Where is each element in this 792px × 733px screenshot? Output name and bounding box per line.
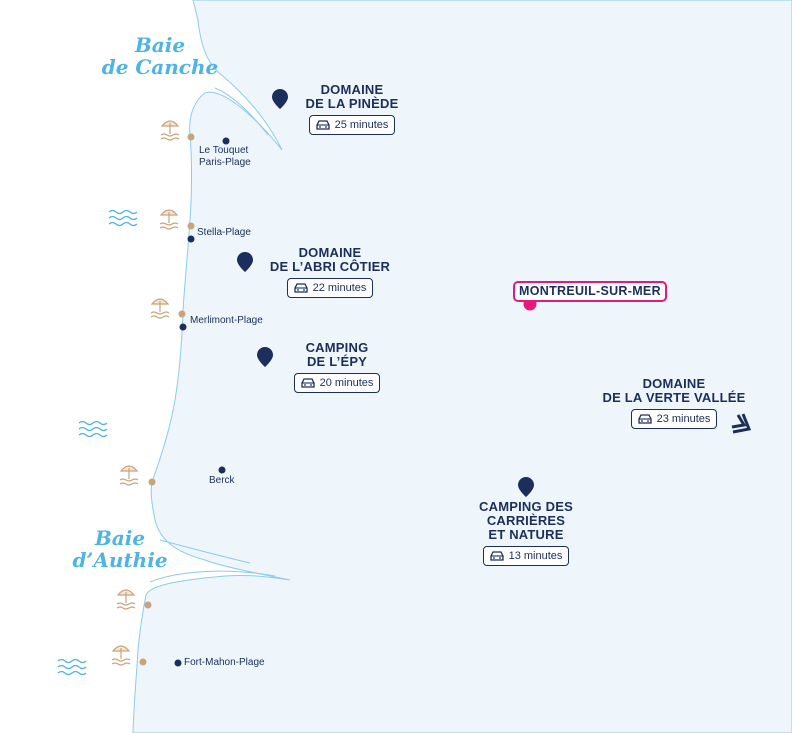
offmap-direction-chevron-icon xyxy=(731,413,752,434)
drive-time-text: 20 minutes xyxy=(319,377,374,389)
beach-umbrella-icon xyxy=(159,209,179,230)
beach-umbrella-icon xyxy=(160,120,180,141)
poi-name-line: DE LA VERTE VALLÉE xyxy=(602,390,746,405)
map-pin-icon[interactable] xyxy=(237,252,253,272)
town-dot-fort-mahon xyxy=(174,659,182,667)
car-icon xyxy=(637,414,652,424)
car-icon xyxy=(489,551,504,561)
authie-estuary-line xyxy=(149,570,276,583)
bay-label-line: Baie xyxy=(94,526,146,550)
land-area xyxy=(132,0,792,733)
drive-time-badge: 25 minutes xyxy=(308,115,396,135)
town-label-line: Paris-Plage xyxy=(199,157,251,168)
drive-time-text: 22 minutes xyxy=(312,282,367,294)
beach-dot xyxy=(139,658,147,666)
poi-domaine-de-la-verte-vallee[interactable]: DOMAINE DE LA VERTE VALLÉE 23 minutes xyxy=(596,377,752,430)
drive-time-text: 13 minutes xyxy=(508,550,563,562)
drive-time-badge: 23 minutes xyxy=(630,409,718,429)
authie-estuary-line-2 xyxy=(159,539,251,564)
drive-time-badge: 20 minutes xyxy=(293,373,381,393)
poi-name-line: DE L’ABRI CÔTIER xyxy=(269,259,391,274)
town-label-merlimont: Merlimont-Plage xyxy=(190,315,263,326)
town-label-fort-mahon: Fort-Mahon-Plage xyxy=(184,657,265,668)
beach-umbrella-icon xyxy=(119,465,139,486)
drive-time-badge: 22 minutes xyxy=(286,278,374,298)
beach-dot xyxy=(187,222,195,230)
drive-time-text: 25 minutes xyxy=(334,119,389,131)
bay-label-line: de Canche xyxy=(101,55,219,79)
canche-estuary-line xyxy=(214,87,269,136)
map-pin-icon[interactable] xyxy=(257,347,273,367)
poi-domaine-de-la-pinede[interactable]: DOMAINE DE LA PINÈDE 25 minutes xyxy=(290,83,414,136)
beach-umbrella-icon xyxy=(111,645,131,666)
car-icon xyxy=(293,283,308,293)
beach-dot xyxy=(144,601,152,609)
town-dot-berck xyxy=(218,466,226,474)
town-label-le-touquet: Le Touquet Paris-Plage xyxy=(199,145,251,169)
poi-name-line: DE L’ÉPY xyxy=(306,354,368,369)
beach-dot xyxy=(187,133,195,141)
bay-label-canche: Baie de Canche xyxy=(100,34,220,78)
bay-label-authie: Baie d’Authie xyxy=(62,527,178,571)
beach-umbrella-icon xyxy=(150,298,170,319)
town-label-stella: Stella-Plage xyxy=(197,227,251,238)
town-dot-stella xyxy=(187,235,195,243)
poi-domaine-de-l-abri-cotier[interactable]: DOMAINE DE L’ABRI CÔTIER 22 minutes xyxy=(255,246,405,299)
town-dot-merlimont xyxy=(179,323,187,331)
main-city-label[interactable]: MONTREUIL-SUR-MER xyxy=(513,281,667,302)
car-icon xyxy=(300,378,315,388)
beach-dot xyxy=(148,478,156,486)
map-pin-icon[interactable] xyxy=(518,477,534,497)
beach-dot xyxy=(178,310,186,318)
poi-name-line: CAMPING xyxy=(305,340,369,355)
beach-umbrella-icon xyxy=(116,589,136,610)
town-label-line: Le Touquet xyxy=(199,145,249,156)
poi-name-line: CARRIÈRES xyxy=(486,513,566,528)
car-icon xyxy=(315,120,330,130)
drive-time-text: 23 minutes xyxy=(656,413,711,425)
poi-name-line: DOMAINE xyxy=(298,245,362,260)
town-dot-le-touquet xyxy=(222,137,230,145)
waves-icon xyxy=(78,420,108,438)
bay-label-line: Baie xyxy=(134,33,186,57)
map-pin-icon[interactable] xyxy=(272,89,288,109)
poi-name-line: DOMAINE xyxy=(320,82,384,97)
poi-name-line: ET NATURE xyxy=(488,527,564,542)
poi-name-line: DE LA PINÈDE xyxy=(305,96,399,111)
drive-time-badge: 13 minutes xyxy=(482,546,570,566)
poi-name-line: DOMAINE xyxy=(642,376,706,391)
poi-camping-des-carrieres-et-nature[interactable]: CAMPING DES CARRIÈRES ET NATURE 13 minut… xyxy=(468,500,584,567)
bay-label-line: d’Authie xyxy=(72,548,168,572)
waves-icon xyxy=(108,209,138,227)
poi-camping-de-l-epy[interactable]: CAMPING DE L’ÉPY 20 minutes xyxy=(282,341,392,394)
poi-name-line: CAMPING DES xyxy=(479,499,573,514)
waves-icon xyxy=(57,658,87,676)
town-label-berck: Berck xyxy=(209,475,235,486)
